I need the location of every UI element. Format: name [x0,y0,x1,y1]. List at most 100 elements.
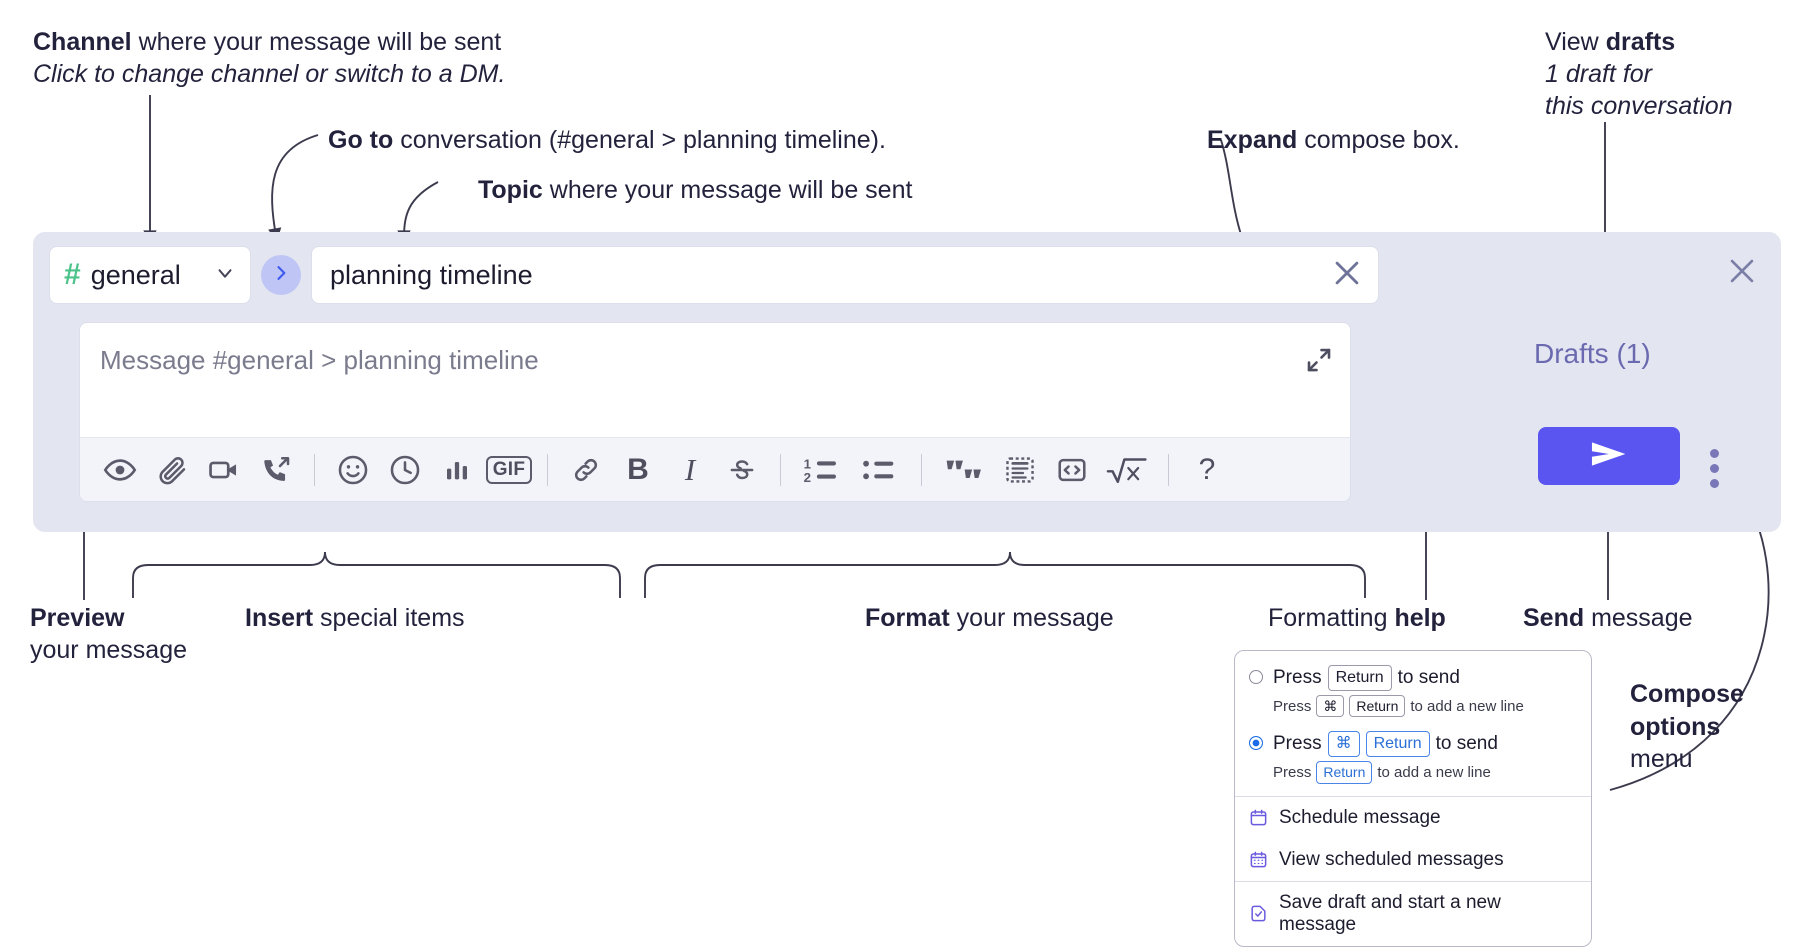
annotation-compose-options-line3: menu [1630,745,1693,773]
kbd-command: ⌘ [1327,731,1360,758]
menu-divider [1235,880,1591,882]
code-block-button[interactable] [994,444,1046,496]
compose-options-button[interactable] [1700,444,1728,492]
radio-icon-selected[interactable] [1249,736,1263,751]
reminder-button[interactable] [379,444,431,496]
calendar-icon [1249,808,1268,827]
annotation-insert: Insert special items [245,602,465,634]
annotation-topic-rest: where your message will be sent [542,176,913,204]
text-press: Press [1273,666,1322,688]
more-dot [1709,448,1719,458]
text-to-send: to send [1435,733,1498,755]
annotation-drafts-sub1: 1 draft for [1545,60,1652,88]
channel-selector[interactable]: # general [49,246,251,304]
toolbar-separator [1168,453,1169,486]
toolbar-separator [547,453,548,486]
gif-button[interactable]: GIF [483,444,535,496]
link-button[interactable] [560,444,612,496]
annotation-drafts: View drafts 1 draft for this conversatio… [1545,26,1733,122]
expand-compose-icon[interactable] [1304,345,1334,380]
blockquote-button[interactable] [934,444,994,496]
message-input-box[interactable]: Message #general > planning timeline [79,322,1351,502]
channel-name: general [90,259,181,290]
annotation-formatting-help: Formatting help [1268,602,1446,634]
chevron-right-icon [271,263,291,288]
bulleted-list-button[interactable] [851,444,909,496]
more-dot [1709,478,1719,488]
annotation-drafts-sub2: this conversation [1545,92,1733,120]
question-icon: ? [1198,452,1216,486]
annotation-send: Send message [1523,602,1693,634]
video-clip-button[interactable] [198,444,250,496]
bold-label: B [627,452,649,486]
annotation-drafts-bold: drafts [1605,28,1676,56]
annotation-expand-rest: compose box. [1297,126,1460,154]
radio-option-return-label: Press Return to send [1273,665,1524,691]
preview-button[interactable] [94,444,146,496]
radio-option-cmd-return[interactable]: Press ⌘ Return to send Press Return to a… [1235,729,1591,785]
message-placeholder: Message #general > planning timeline [100,345,539,375]
goto-conversation-button[interactable] [261,255,301,295]
more-dot [1709,463,1719,473]
save-draft-icon [1249,904,1268,923]
annotation-compose-options-line2: options [1630,712,1721,741]
compose-header-row: # general planning timeline [49,246,1379,304]
drafts-link[interactable]: Drafts (1) [1534,338,1651,369]
annotation-preview-line2: your message [30,636,188,664]
annotation-drafts-lead: View [1545,28,1606,56]
svg-text:1: 1 [804,456,812,471]
menu-item-label: Save draft and start a new message [1279,891,1501,935]
send-shortcut-options: Press Return to send Press ⌘ Return to a… [1235,651,1591,796]
math-button[interactable] [1098,444,1156,496]
annotation-format-rest: your message [949,604,1114,632]
text-add-new-line: to add a new line [1377,764,1491,782]
formatting-help-button[interactable]: ? [1181,444,1233,496]
annotation-compose-options-line1: Compose [1630,680,1744,708]
gif-label: GIF [485,455,533,484]
annotation-goto: Go to conversation (#general > planning … [328,124,886,156]
text-to-send: to send [1397,666,1460,688]
kbd-return: Return [1327,665,1392,691]
annotation-topic: Topic where your message will be sent [478,174,912,206]
annotation-goto-bold: Go to [328,126,394,154]
kbd-command: ⌘ [1316,694,1345,718]
radio-option-return-sub: Press ⌘ Return to add a new line [1273,694,1524,718]
italic-button[interactable]: I [664,444,716,496]
formatting-toolbar: GIF B I [80,437,1350,501]
compose-panel: # general planning timeline Message #gen… [33,232,1781,532]
annotation-expand: Expand compose box. [1207,124,1460,156]
poll-button[interactable] [431,444,483,496]
menu-item-save-draft[interactable]: Save draft and start a new message [1235,882,1591,946]
menu-item-view-scheduled[interactable]: View scheduled messages [1235,839,1591,881]
emoji-button[interactable] [327,444,379,496]
topic-value: planning timeline [330,259,533,290]
annotation-help-bold: help [1394,604,1446,632]
strikethrough-button[interactable] [716,444,768,496]
annotation-channel-rest: where your message will be sent [131,28,502,56]
annotation-compose-options: Compose options menu [1630,678,1744,776]
send-button[interactable] [1538,427,1680,485]
calendar-grid-icon [1249,850,1268,869]
toolbar-separator [921,453,922,486]
bold-button[interactable]: B [612,444,664,496]
audio-clip-button[interactable] [250,444,302,496]
text-add-new-line: to add a new line [1410,697,1524,715]
attach-button[interactable] [146,444,198,496]
send-icon [1588,439,1630,474]
topic-clear-icon[interactable] [1330,256,1364,295]
menu-item-label: View scheduled messages [1279,848,1504,870]
annotation-channel: Channel where your message will be sent … [33,26,505,90]
annotation-format: Format your message [865,602,1114,634]
code-button[interactable] [1046,444,1098,496]
annotation-goto-rest: conversation (#general > planning timeli… [393,126,886,154]
annotation-channel-sub: Click to change channel or switch to a D… [33,60,506,88]
menu-item-schedule-message[interactable]: Schedule message [1235,797,1591,839]
radio-icon[interactable] [1249,670,1263,684]
topic-field[interactable]: planning timeline [311,246,1379,304]
annotation-help-lead: Formatting [1268,604,1395,632]
ordered-list-button[interactable]: 1 2 [793,444,851,496]
annotation-insert-rest: special items [313,604,465,632]
text-press: Press [1273,697,1312,715]
radio-option-return[interactable]: Press Return to send Press ⌘ Return to a… [1235,663,1591,719]
close-compose-button[interactable] [1725,254,1759,293]
